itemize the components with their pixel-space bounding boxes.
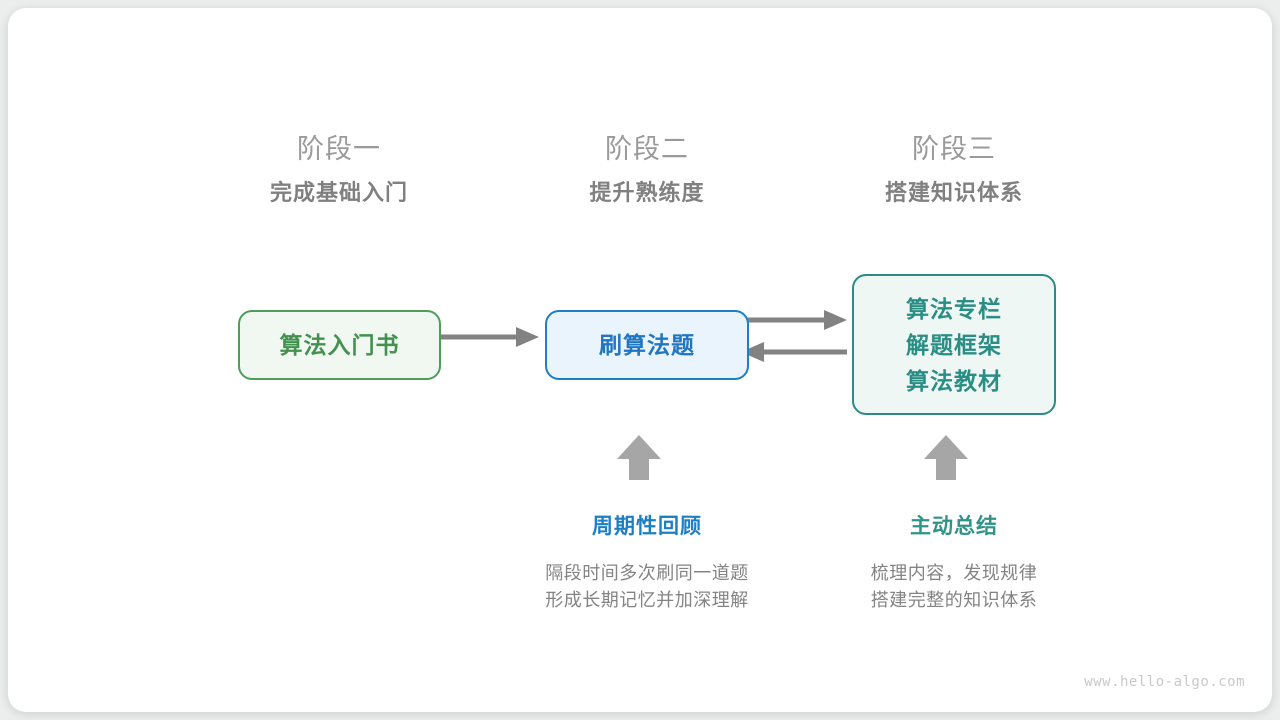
stage-header-2: 阶段二 提升熟练度 [497, 130, 797, 208]
stage-title-3: 搭建知识体系 [884, 180, 1023, 205]
connector-practice-to-system [741, 310, 847, 330]
diagram-card: 阶段一 完成基础入门 阶段二 提升熟练度 阶段三 搭建知识体系 [8, 8, 1272, 712]
stage-index-1: 阶段一 [297, 134, 381, 164]
note-desc-active-summary: 梳理内容，发现规律 搭建完整的知识体系 [794, 560, 1114, 614]
note-desc-line-2: 搭建完整的知识体系 [870, 590, 1038, 610]
box-system-line-1: 算法专栏 [906, 295, 1002, 322]
site-watermark: www.hello-algo.com [1084, 674, 1245, 690]
connector-system-to-practice [741, 342, 847, 362]
connector-review-up-arrow [617, 435, 661, 480]
note-desc-line-1: 梳理内容，发现规律 [870, 563, 1038, 583]
box-practice-problems[interactable]: 刷算法题 [545, 310, 749, 380]
box-knowledge-system[interactable]: 算法专栏 解题框架 算法教材 [852, 274, 1056, 415]
box-system-line-2: 解题框架 [906, 331, 1002, 358]
note-title-periodic-review: 周期性回顾 [592, 515, 702, 538]
connector-intro-to-practice [433, 327, 539, 347]
note-desc-line-1: 隔段时间多次刷同一道题 [545, 563, 749, 583]
stage-header-3: 阶段三 搭建知识体系 [804, 130, 1104, 208]
note-desc-periodic-review: 隔段时间多次刷同一道题 形成长期记忆并加深理解 [487, 560, 807, 614]
box-intro-line-1: 算法入门书 [279, 332, 400, 358]
note-desc-line-2: 形成长期记忆并加深理解 [545, 590, 749, 610]
stage-header-1: 阶段一 完成基础入门 [189, 130, 489, 208]
stage-title-1: 完成基础入门 [269, 180, 408, 205]
box-intro-book[interactable]: 算法入门书 [238, 310, 441, 380]
note-title-active-summary: 主动总结 [910, 515, 998, 538]
note-active-summary: 主动总结 梳理内容，发现规律 搭建完整的知识体系 [794, 513, 1114, 614]
stage-index-3: 阶段三 [912, 134, 996, 164]
box-practice-line-1: 刷算法题 [599, 332, 695, 358]
box-system-line-3: 算法教材 [906, 367, 1002, 394]
note-periodic-review: 周期性回顾 隔段时间多次刷同一道题 形成长期记忆并加深理解 [487, 513, 807, 614]
stage-title-2: 提升熟练度 [589, 180, 705, 205]
stage-index-2: 阶段二 [605, 134, 689, 164]
connector-summary-up-arrow [924, 435, 968, 480]
